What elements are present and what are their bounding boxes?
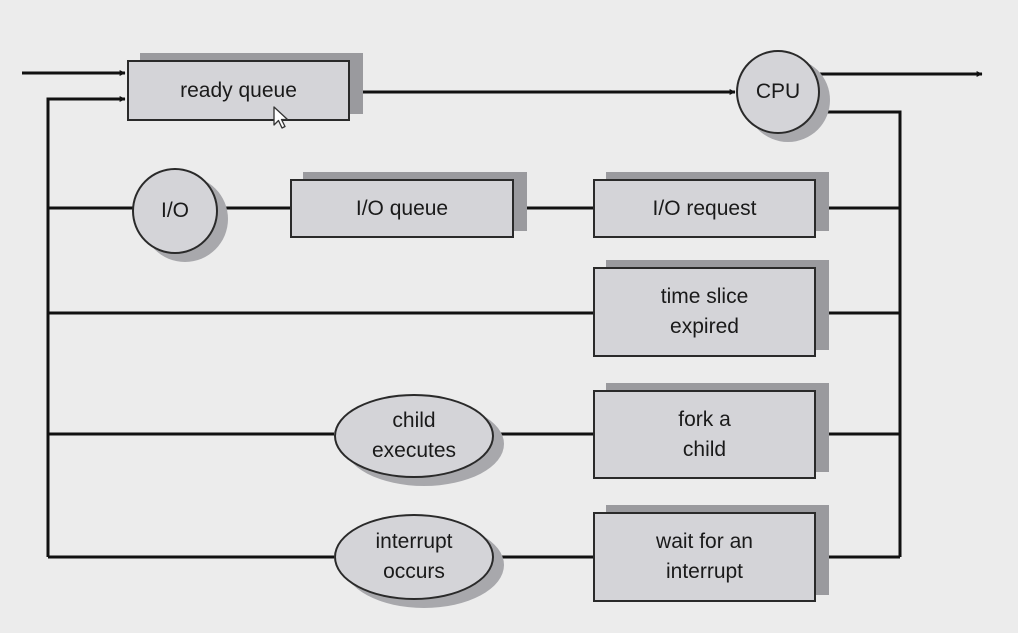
return-bus — [46, 96, 126, 557]
io-request-box: I/O request — [593, 179, 816, 238]
child-executes-label: child executes — [371, 409, 457, 462]
io-circle: I/O — [132, 168, 218, 254]
dispatch-bus — [818, 110, 902, 557]
io-request-label: I/O request — [652, 196, 757, 220]
time-slice-box: time slice expired — [593, 267, 816, 357]
ready-queue-box: ready queue — [127, 60, 350, 121]
fork-child-box: fork a child — [593, 390, 816, 479]
interrupt-occurs-label: interrupt occurs — [375, 530, 453, 583]
wait-interrupt-box: wait for an interrupt — [593, 512, 816, 602]
time-slice-label: time slice expired — [660, 285, 749, 338]
io-label: I/O — [160, 199, 189, 222]
wait-interrupt-label: wait for an interrupt — [656, 530, 753, 583]
interrupt-occurs-ellipse: interrupt occurs — [334, 514, 494, 600]
child-executes-ellipse: child executes — [334, 394, 494, 478]
cpu-label: CPU — [755, 80, 801, 103]
fork-child-label: fork a child — [678, 407, 731, 461]
io-queue-label: I/O queue — [355, 196, 449, 220]
io-queue-box: I/O queue — [290, 179, 514, 238]
mouse-pointer-icon — [273, 106, 289, 129]
ready-queue-label: ready queue — [180, 78, 297, 102]
cpu-circle: CPU — [736, 50, 820, 134]
